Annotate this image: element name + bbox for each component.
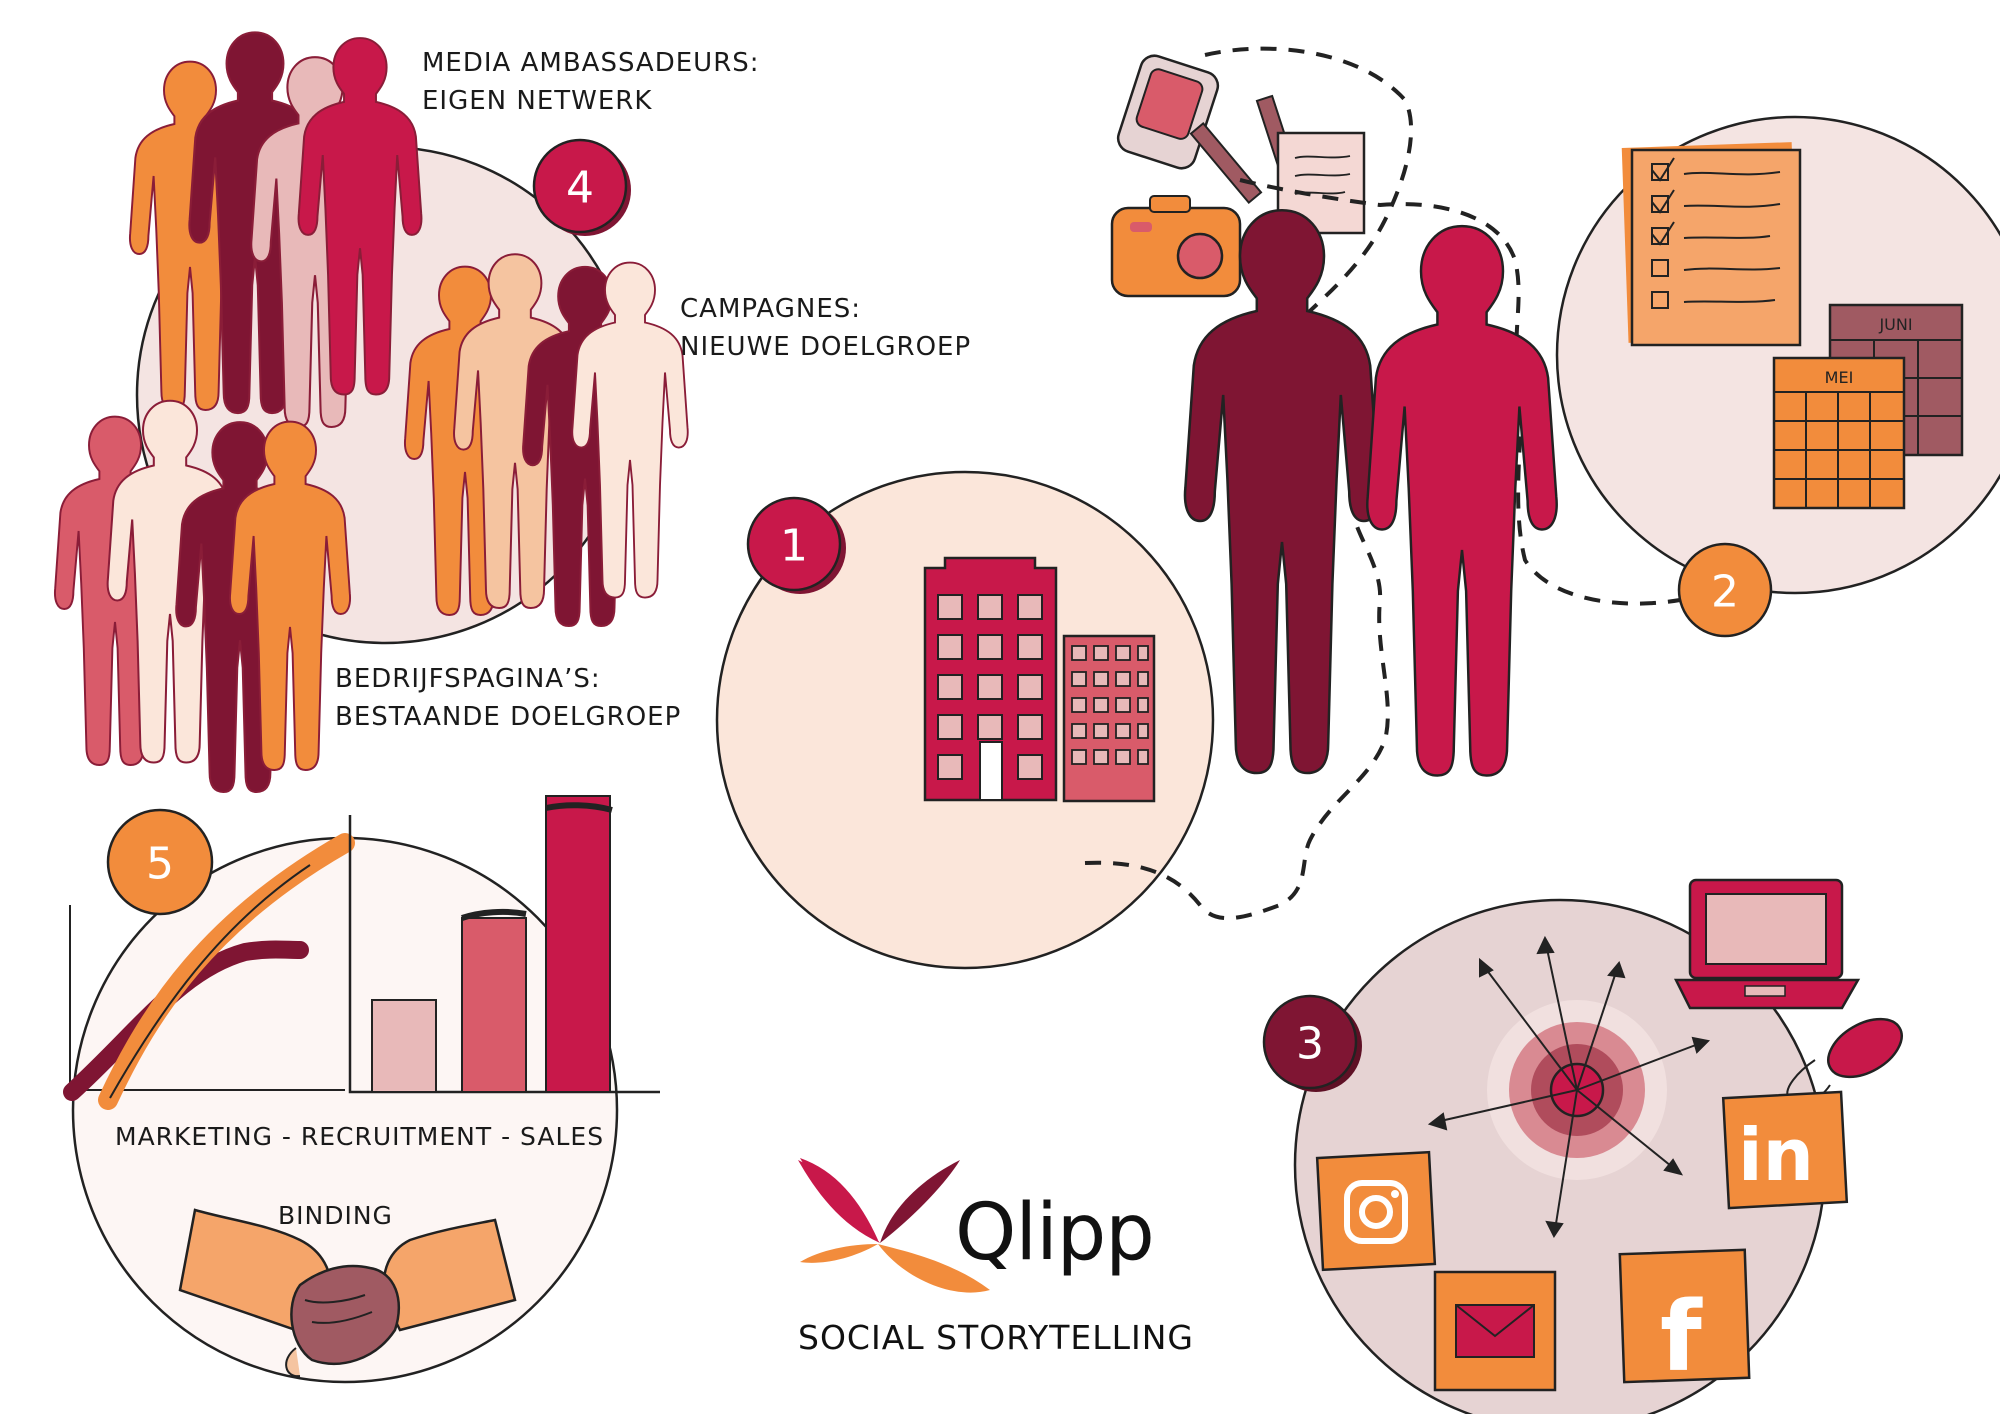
checklist-icon	[1621, 142, 1802, 347]
person-figure	[1366, 224, 1558, 777]
label-line: EIGEN NETWERK	[422, 86, 653, 116]
badge-4: 4	[532, 138, 631, 236]
dashed-path	[1084, 519, 1390, 921]
instagram-icon	[1315, 1150, 1437, 1272]
linkedin-icon: in	[1721, 1090, 1849, 1210]
brand-tagline: SOCIAL STORYTELLING	[798, 1318, 1194, 1357]
label-line: CAMPAGNES:	[680, 294, 862, 324]
broadcast-arrows	[1427, 935, 1711, 1238]
binding-label: BINDING	[278, 1201, 393, 1230]
badge-number: 1	[780, 521, 808, 572]
label-line: NIEUWE DOELGROEP	[680, 332, 972, 362]
mouse-icon	[1786, 1017, 1903, 1105]
facebook-letter: f	[1660, 1281, 1703, 1393]
linkedin-letters: in	[1738, 1113, 1814, 1197]
calendar-month: MEI	[1825, 368, 1854, 387]
laptop-icon	[1673, 878, 1861, 1010]
dashed-path	[1204, 46, 1414, 421]
calendar-may-icon: MEI	[1772, 356, 1906, 510]
badge-1: 1	[746, 496, 846, 594]
email-icon	[1433, 1270, 1557, 1392]
media-ambassadors-label: MEDIA AMBASSADEURS: EIGEN NETWERK	[422, 44, 760, 120]
phone-icon	[1116, 54, 1220, 170]
content-creators	[1084, 46, 1681, 921]
group-media-ambassadors	[128, 31, 423, 429]
company-section: 1	[715, 470, 1215, 970]
results-label: MARKETING - RECRUITMENT - SALES	[115, 1122, 605, 1151]
brand-name: Qlipp	[955, 1188, 1155, 1278]
campaigns-label: CAMPAGNES: NIEUWE DOELGROEP	[680, 290, 971, 366]
badge-number: 4	[566, 163, 594, 214]
badge-number: 2	[1711, 567, 1739, 618]
label-line: MEDIA AMBASSADEURS:	[422, 48, 760, 78]
growth-line-chart	[63, 833, 355, 1110]
dashed-path	[1239, 178, 1681, 606]
building-icon	[923, 556, 1156, 803]
badge-2: 2	[1677, 542, 1773, 638]
qlipp-logo-mark	[798, 1158, 990, 1293]
badge-5: 5	[106, 808, 214, 916]
badge-3: 3	[1262, 994, 1362, 1092]
distribution-section: f in 3	[1262, 878, 1903, 1414]
results-section: 5	[63, 795, 660, 1384]
facebook-icon: f	[1618, 1248, 1751, 1393]
badge-number: 5	[146, 839, 174, 890]
planning-section: JUNI MEI	[1555, 115, 2000, 638]
label-line: BEDRIJFSPAGINA’S:	[335, 664, 601, 694]
calendar-month: JUNI	[1878, 315, 1912, 334]
audience-section: 4	[53, 31, 689, 794]
company-pages-label: BEDRIJFSPAGINA’S: BESTAANDE DOELGROEP	[335, 660, 681, 736]
label-line: BESTAANDE DOELGROEP	[335, 702, 682, 732]
growth-bar-chart	[348, 795, 660, 1094]
handshake-icon	[178, 1208, 517, 1378]
badge-number: 3	[1296, 1019, 1324, 1070]
camera-icon	[1110, 195, 1242, 298]
